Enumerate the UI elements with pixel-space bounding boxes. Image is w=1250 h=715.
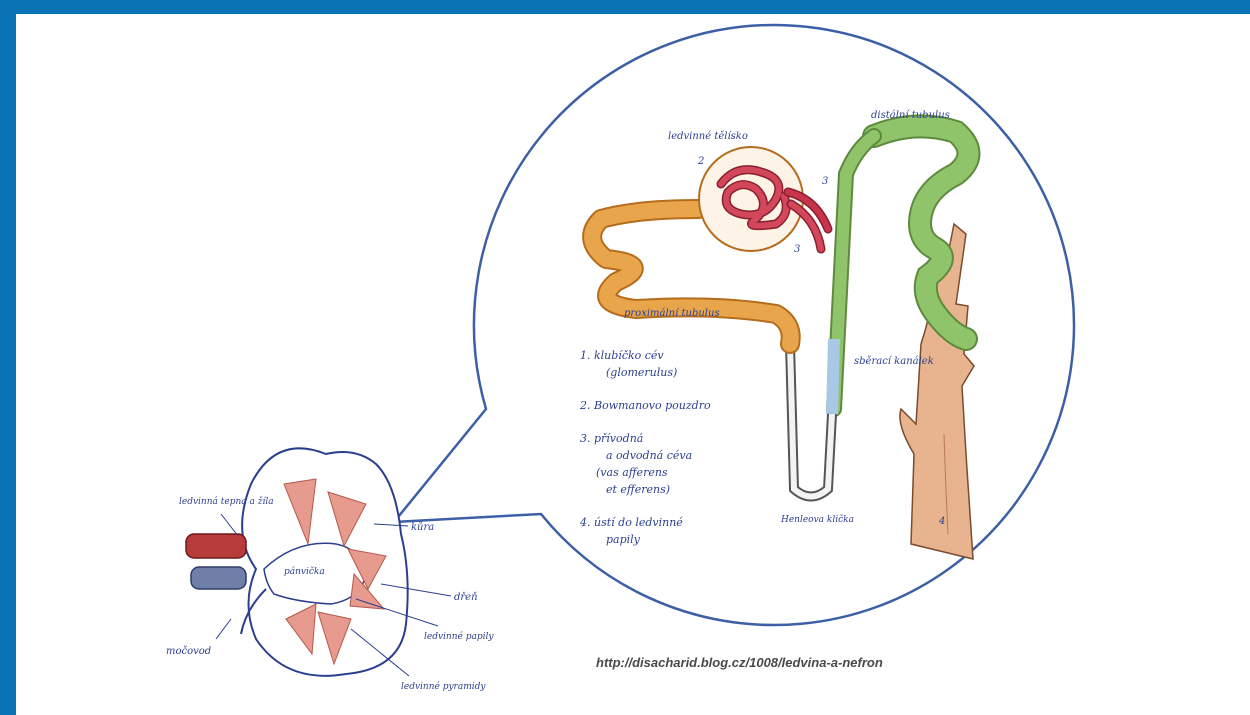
legend-1-line1: 1. klubíčko cév [580,349,664,362]
renal-artery [186,534,246,558]
label-proximal-tubule: proximální tubulus [624,308,720,319]
legend-3-line1: 3. přívodná [580,432,643,445]
label-pelvis: pánvička [284,566,325,577]
number-2: 2 [697,156,704,167]
label-collecting-duct: sběrací kanálek [854,356,934,367]
legend-2-line1: 2. Bowmanovo pouzdro [579,399,711,412]
legend-4-line2: papily [606,533,641,546]
number-4: 4 [938,516,945,527]
renal-vein [191,567,246,589]
source-url: http://disacharid.blog.cz/1008/ledvina-a… [596,655,883,670]
label-renal-pyramids: ledvinné pyramidy [401,681,486,692]
label-distal-tubule: distální tubulus [871,110,950,121]
legend-3-line3: (vas afferens [596,466,668,479]
number-3a: 3 [822,176,828,187]
label-renal-papillae: ledvinné papily [424,631,494,642]
label-ureter: močovod [166,646,211,657]
label-renal-artery-vein: ledvinná tepna a žíla [179,496,274,507]
kidney-nephron-diagram: ledvinné tělísko distální tubulus proxim… [16,14,1250,715]
figure-frame: ledvinné tělísko distální tubulus proxim… [16,14,1250,715]
label-renal-corpuscle: ledvinné tělísko [668,131,748,142]
legend-1-line2: (glomerulus) [606,366,677,379]
pointer-artery [221,514,238,536]
legend-3-line2: a odvodná céva [606,449,692,462]
thick-ascending-limb [832,339,834,414]
label-henle-loop: Henleova klička [780,514,854,525]
label-medulla: dřeň [454,592,478,603]
pointer-ureter [216,619,231,639]
label-cortex: kůra [411,521,434,533]
number-3b: 3 [794,244,800,255]
legend-4-line1: 4. ústí do ledvinné [579,516,683,529]
legend-3-line4: et efferens) [606,483,670,496]
